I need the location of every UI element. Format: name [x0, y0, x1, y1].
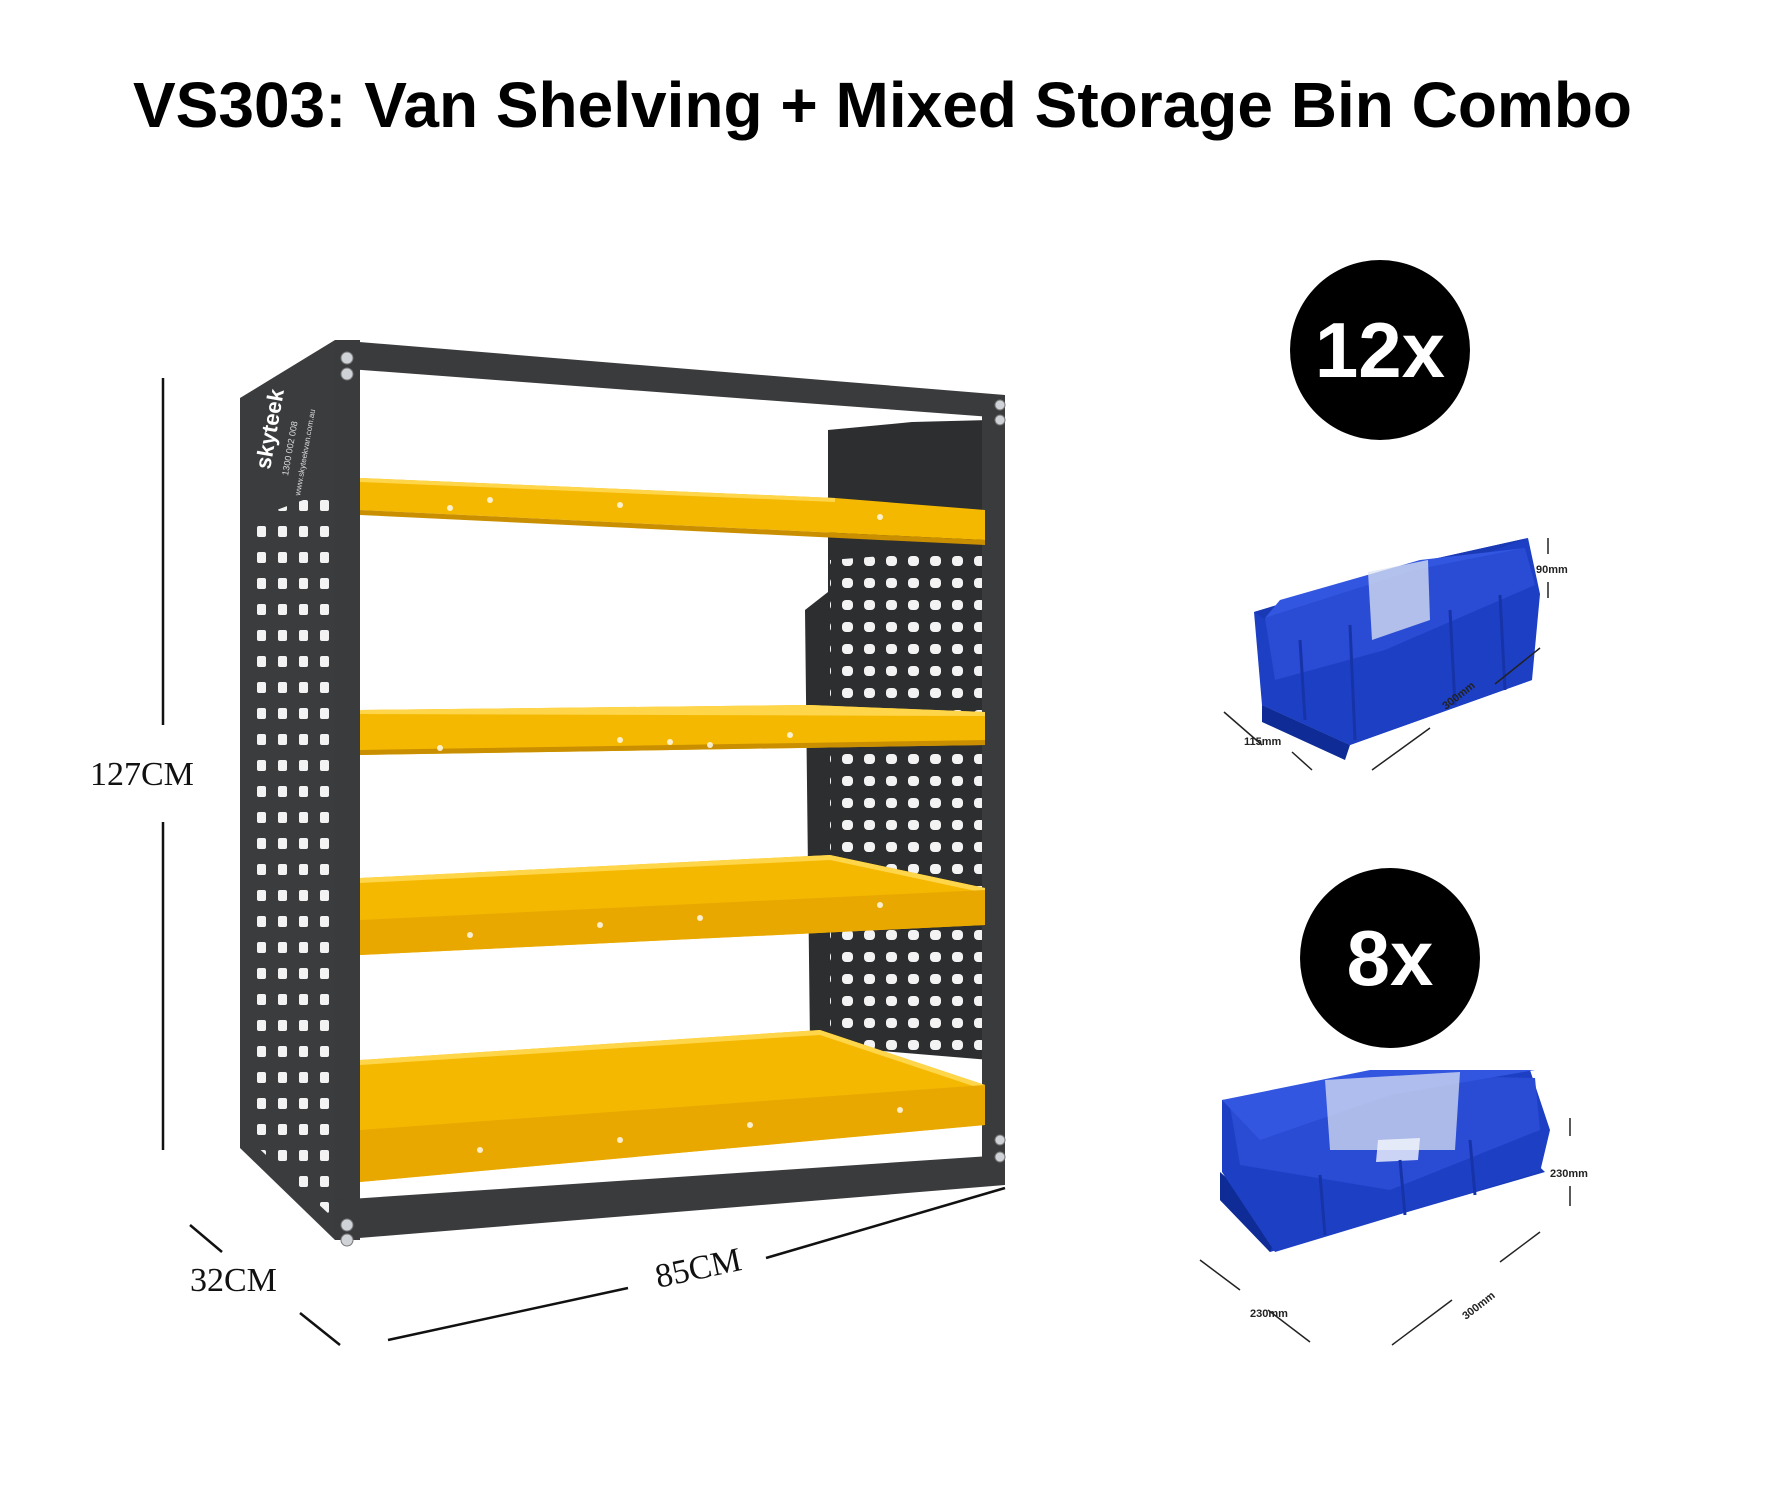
- page-title: VS303: Van Shelving + Mixed Storage Bin …: [132, 69, 1633, 141]
- bin-small-dimension-lines: [1223, 538, 1549, 771]
- quantity-badge-small-bins: 12x: [1290, 260, 1470, 440]
- side-panel-left: skyteek 1300 002 008 www.skyteekvan.com.…: [240, 340, 335, 1240]
- frame-bolts: [340, 351, 1006, 1247]
- frame: [335, 340, 1005, 1240]
- shelf-4: [360, 1030, 985, 1182]
- bin-small-height-label: 90mm: [1536, 564, 1568, 576]
- shelf-1: [360, 478, 985, 545]
- shelf-holes: [437, 497, 903, 1153]
- width-dimension-line: [387, 1186, 1006, 1342]
- depth-dimension-line: [189, 1224, 341, 1346]
- storage-bin-small: [1254, 538, 1540, 760]
- shelf-2: [360, 705, 985, 755]
- bin-large-width-label: 230mm: [1250, 1308, 1288, 1320]
- bin-small-width-label: 115mm: [1244, 736, 1282, 748]
- bin-large-height-label: 230mm: [1550, 1168, 1588, 1180]
- shelf-3: [360, 855, 985, 955]
- depth-label: 32CM: [190, 1262, 277, 1299]
- bin-large-dimension-lines: [1199, 1118, 1571, 1346]
- storage-bin-large: [1220, 1070, 1550, 1252]
- height-label: 127CM: [90, 756, 194, 793]
- quantity-badge-large-bins: 8x: [1300, 868, 1480, 1048]
